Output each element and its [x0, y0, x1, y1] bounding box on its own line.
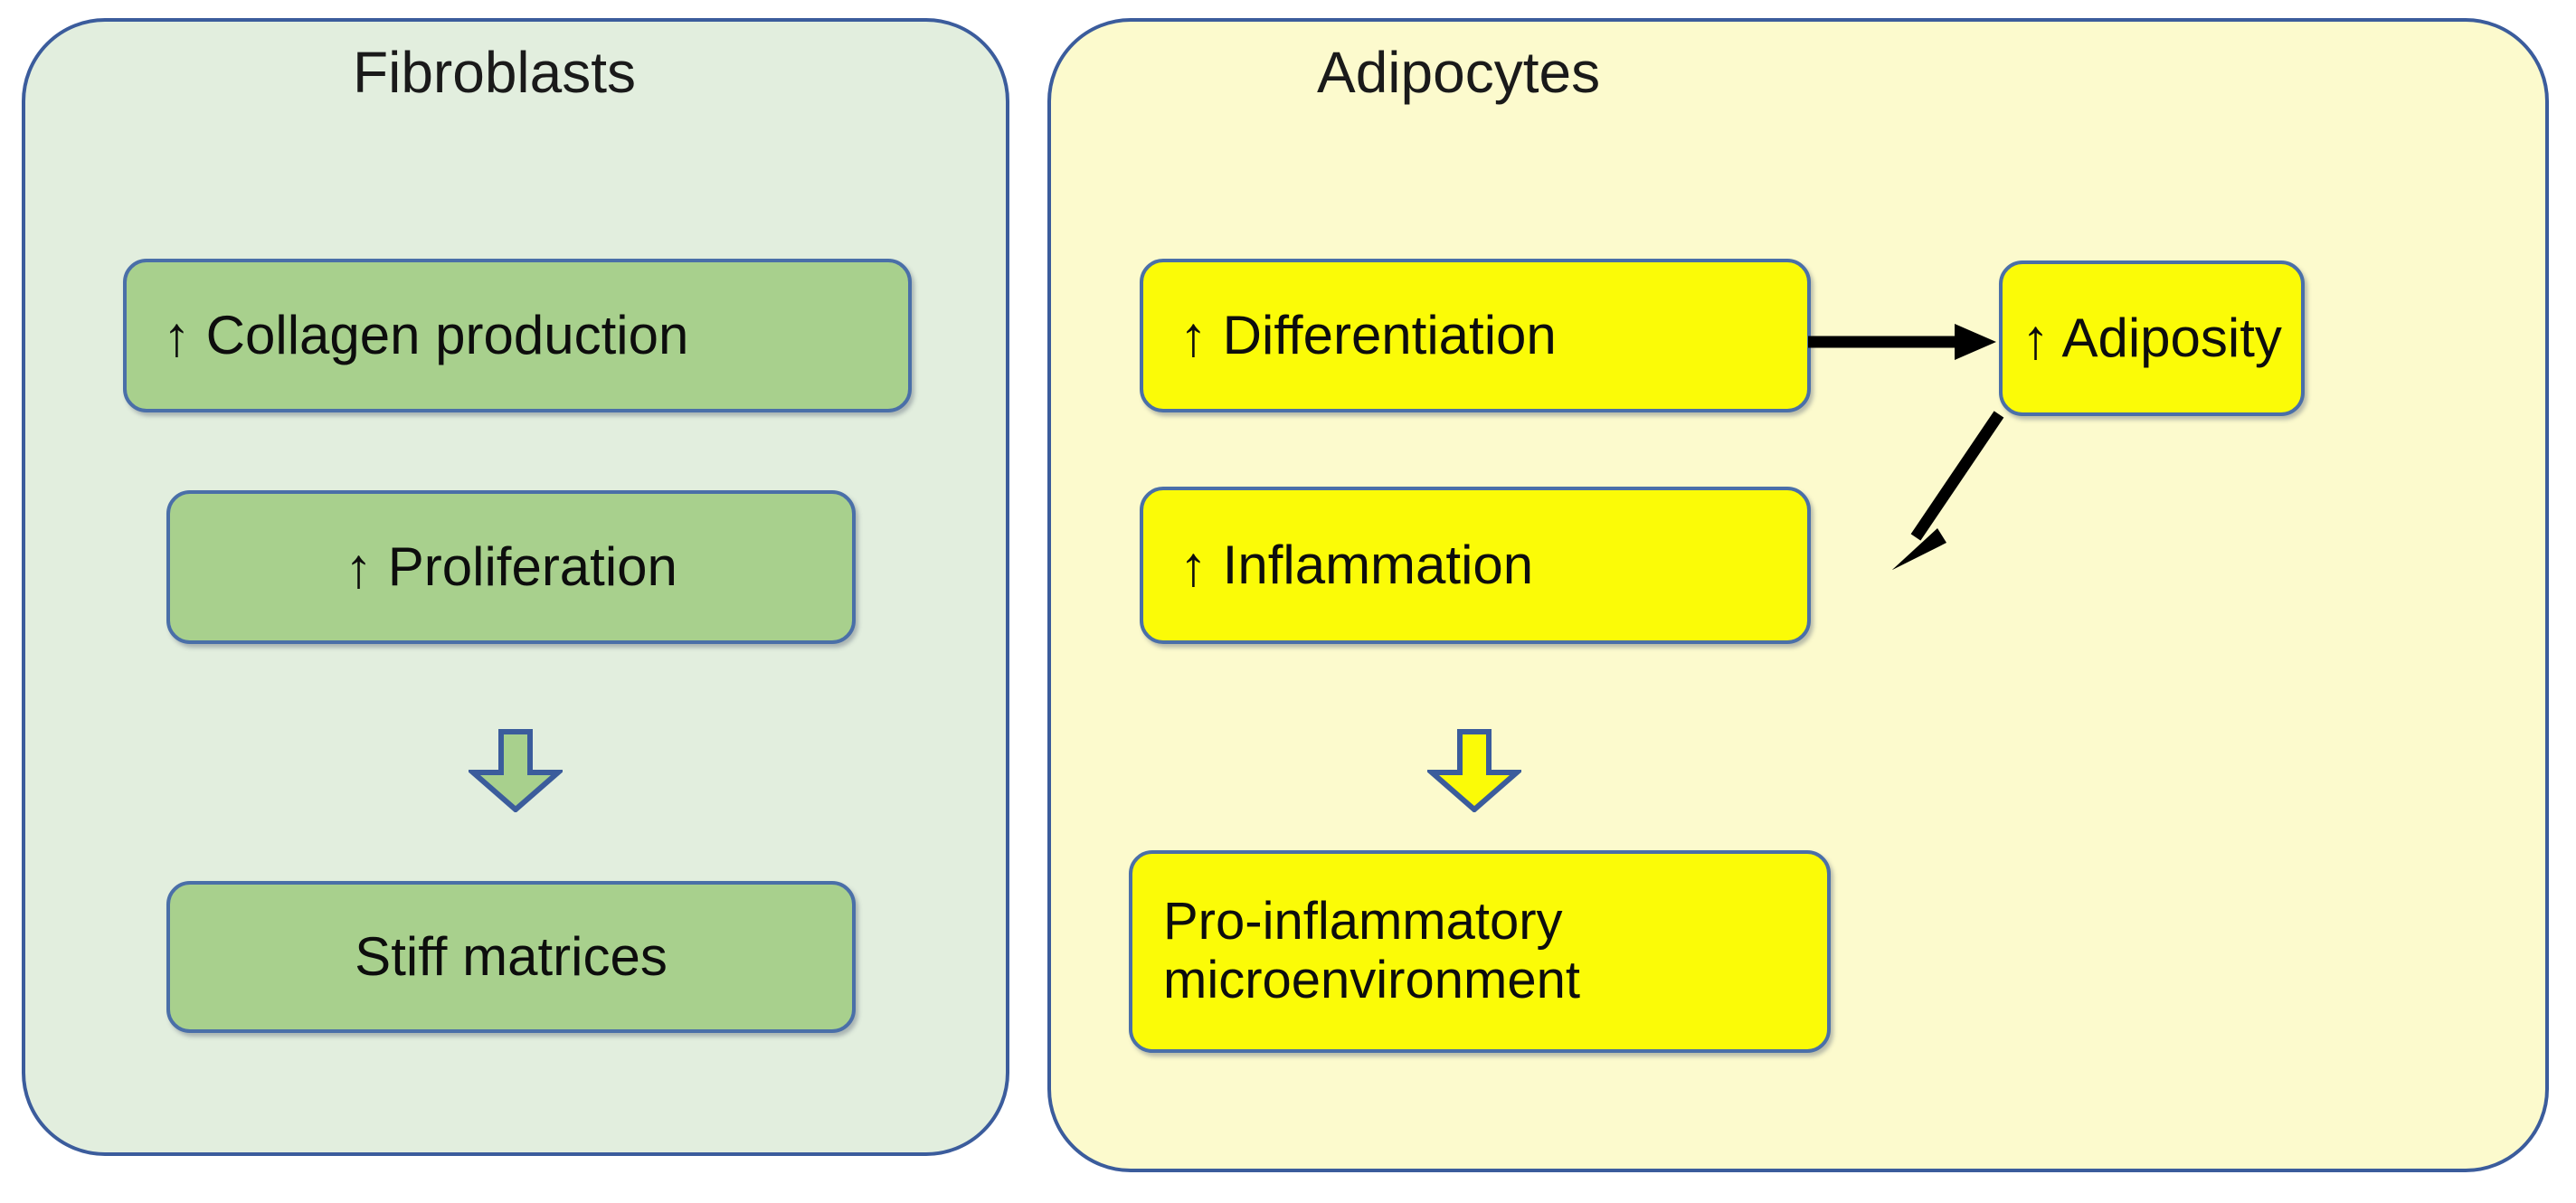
up-arrow-icon: ↑ [1179, 306, 1208, 369]
panel-title-fibroblasts: Fibroblasts [353, 40, 636, 105]
node-adiposity[interactable]: ↑ Adiposity [1999, 260, 2305, 416]
node-label: Proliferation [387, 536, 677, 598]
node-label: Differentiation [1222, 305, 1557, 366]
node-inflammation[interactable]: ↑ Inflammation [1140, 487, 1811, 644]
panel-title-adipocytes: Adipocytes [1317, 40, 1601, 105]
up-arrow-icon: ↑ [163, 306, 191, 369]
node-label: Inflammation [1222, 535, 1534, 596]
node-proliferation[interactable]: ↑ Proliferation [166, 490, 856, 644]
node-stiff-matrices[interactable]: Stiff matrices [166, 881, 856, 1033]
node-label: Stiff matrices [355, 926, 668, 988]
up-arrow-icon: ↑ [345, 537, 374, 601]
arrow-diagonal-down-left-icon [1872, 409, 2053, 581]
node-pro-inflammatory-microenvironment[interactable]: Pro-inflammatory microenvironment [1129, 850, 1831, 1053]
up-arrow-icon: ↑ [1179, 535, 1208, 599]
block-arrow-down-yellow-icon [1424, 729, 1525, 813]
node-label-line2: microenvironment [1163, 951, 1580, 1009]
node-label: Adiposity [2061, 308, 2282, 369]
up-arrow-icon: ↑ [2022, 308, 2050, 372]
node-collagen-production[interactable]: ↑ Collagen production [123, 259, 912, 412]
node-label-line1: Pro-inflammatory [1163, 892, 1563, 952]
arrow-right-icon [1804, 298, 1999, 385]
block-arrow-down-green-icon [465, 729, 566, 813]
node-label: Collagen production [205, 305, 689, 366]
node-differentiation[interactable]: ↑ Differentiation [1140, 259, 1811, 412]
